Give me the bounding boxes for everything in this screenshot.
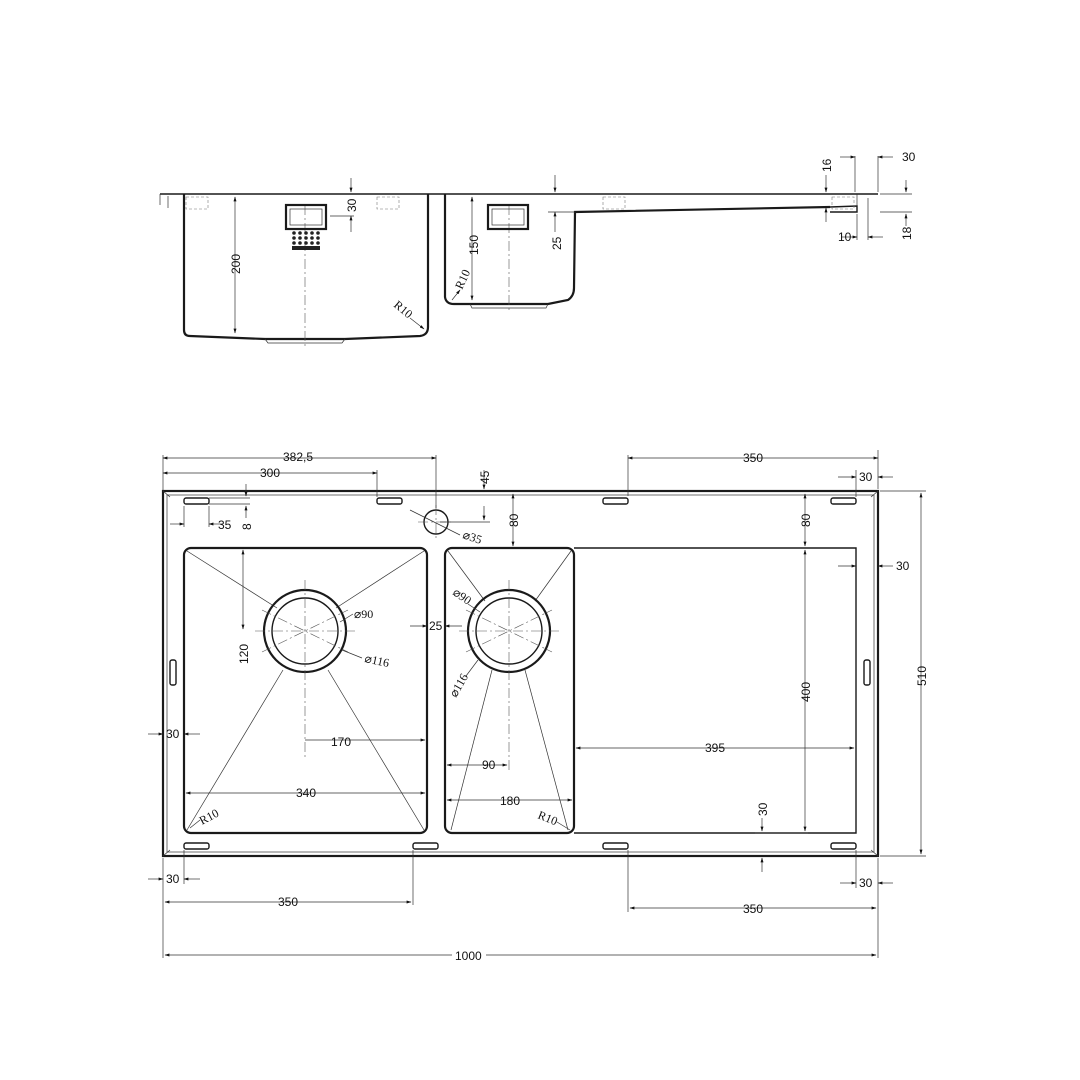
dim-120: 120 (237, 644, 251, 664)
right-basket (486, 203, 530, 231)
dim-30-right: 30 (896, 559, 910, 573)
dim-350-top: 350 (743, 451, 763, 465)
left-drain-dia-90: ⌀90 (354, 607, 373, 621)
dim-350-bottom-left: 350 (278, 895, 298, 909)
dim-30-bottom-left: 30 (166, 872, 180, 886)
radius-left-bowl: R10 (197, 806, 221, 828)
mounting-clips (169, 497, 871, 850)
dim-350-bottom-right: 350 (743, 902, 763, 916)
left-edge-lip (159, 194, 169, 208)
left-bowl-slope-lines (186, 550, 425, 831)
right-drain-dia-90: ⌀90 (450, 585, 474, 608)
dim-150: 150 (467, 235, 481, 255)
radius-right-bowl: R10 (536, 808, 560, 828)
right-bowl-drainer-profile (443, 194, 831, 306)
left-bowl (182, 546, 429, 835)
left-basket (284, 203, 328, 231)
dim-30-top: 30 (902, 150, 916, 164)
dim-45: 45 (478, 470, 492, 484)
dim-80-left: 80 (507, 513, 521, 527)
dim-395: 395 (705, 741, 725, 755)
clip-hidden (831, 196, 855, 210)
dim-10: 10 (838, 230, 852, 244)
left-bowl-foot (264, 338, 346, 344)
tap-hole-diameter: ⌀35 (461, 528, 484, 547)
radius-left-bowl: R10 (391, 298, 415, 322)
dim-510: 510 (915, 666, 929, 686)
dim-382-5: 382,5 (283, 450, 313, 464)
dim-300: 300 (260, 466, 280, 480)
drainer-area (574, 547, 857, 834)
dim-80-right: 80 (799, 513, 813, 527)
plan-view: 382,5 300 45 350 30 35 8 ⌀35 (148, 450, 929, 963)
drainer-end-lip (829, 205, 858, 213)
side-section-view: 200 30 150 25 R10 R10 16 30 10 18 (159, 150, 916, 348)
clip-hidden (376, 196, 400, 210)
dim-25: 25 (550, 236, 564, 250)
right-drain-dia-116: ⌀116 (446, 671, 471, 699)
radius-right-bowl: R10 (452, 267, 473, 291)
left-bowl-profile (182, 194, 430, 341)
dim-200: 200 (229, 254, 243, 274)
overflow-grid-icon (292, 231, 320, 250)
left-drain-dia-116: ⌀116 (363, 651, 390, 670)
dim-16: 16 (820, 158, 834, 172)
dim-340: 340 (296, 786, 316, 800)
dim-30-basket: 30 (345, 198, 359, 212)
dim-18: 18 (900, 226, 914, 240)
right-bowl-slope-lines (447, 550, 572, 831)
dim-30-left: 30 (166, 727, 180, 741)
dim-170: 170 (331, 735, 351, 749)
dim-25: 25 (429, 619, 443, 633)
dim-180: 180 (500, 794, 520, 808)
clip-hidden (185, 196, 209, 210)
sink-outer-frame (161, 489, 880, 858)
dim-35: 35 (218, 518, 232, 532)
dim-30-inner-bottom: 30 (756, 802, 770, 816)
right-bowl (443, 546, 576, 835)
dim-1000: 1000 (455, 949, 482, 963)
dim-30-top-right: 30 (859, 470, 873, 484)
clip-hidden (602, 196, 626, 210)
dim-30-bottom-right: 30 (859, 876, 873, 890)
dim-8: 8 (240, 523, 254, 530)
dim-400: 400 (799, 682, 813, 702)
dim-90: 90 (482, 758, 496, 772)
